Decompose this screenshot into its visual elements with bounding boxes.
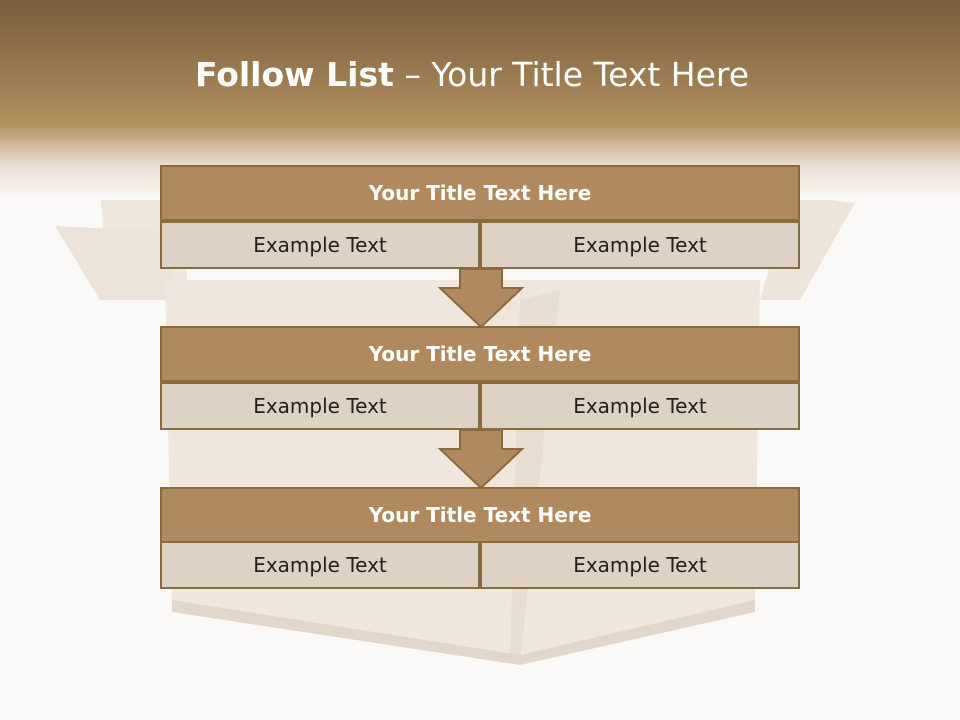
title-bold: Follow List <box>194 55 394 94</box>
step-1-title: Your Title Text Here <box>160 165 800 221</box>
slide-title: Follow List – Your Title Text Here <box>0 55 944 94</box>
step-1-left-cell: Example Text <box>160 221 480 269</box>
step-3-title: Your Title Text Here <box>160 487 800 543</box>
down-arrow-icon <box>437 268 525 328</box>
title-rest: – Your Title Text Here <box>393 55 750 94</box>
step-3-left-cell: Example Text <box>160 541 480 589</box>
step-2-left-cell: Example Text <box>160 382 480 430</box>
step-3-right-cell: Example Text <box>480 541 800 589</box>
step-1-right-cell: Example Text <box>480 221 800 269</box>
step-2-right-cell: Example Text <box>480 382 800 430</box>
step-2-title: Your Title Text Here <box>160 326 800 382</box>
down-arrow-icon <box>437 429 525 489</box>
